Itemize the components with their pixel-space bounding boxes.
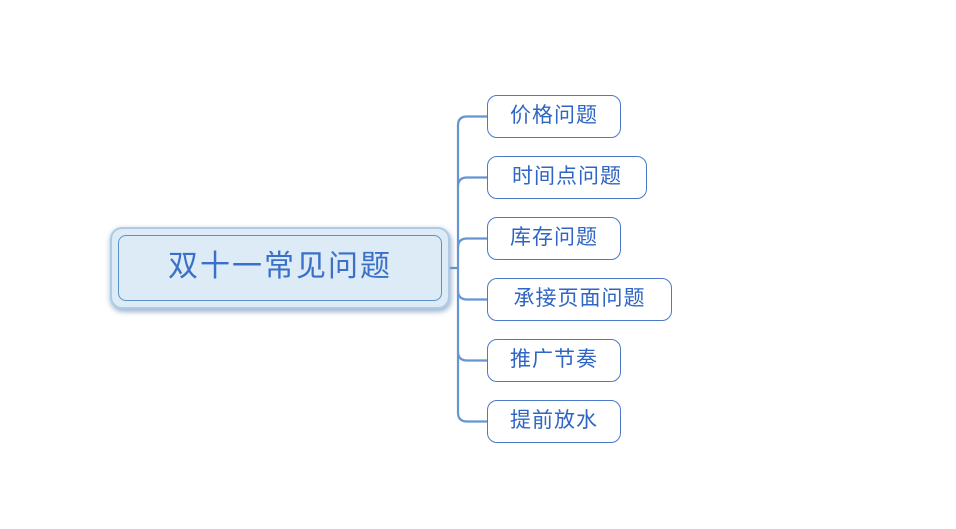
root-topic-inner-border: 双十一常见问题 xyxy=(118,235,442,301)
branch-label-landing-page-issues: 承接页面问题 xyxy=(513,286,646,310)
branch-label-timing-issues: 时间点问题 xyxy=(512,164,622,188)
branch-node-landing-page-issues[interactable]: 承接页面问题 xyxy=(487,278,672,321)
root-topic-label: 双十一常见问题 xyxy=(168,250,392,283)
connector-trunk xyxy=(456,115,489,423)
connector-branch-5 xyxy=(456,350,489,362)
branch-label-promotion-rhythm: 推广节奏 xyxy=(510,347,598,371)
branch-node-inventory-issues[interactable]: 库存问题 xyxy=(487,217,621,260)
connector-branch-2 xyxy=(456,176,489,188)
root-topic-node[interactable]: 双十一常见问题 xyxy=(110,227,450,309)
branch-label-inventory-issues: 库存问题 xyxy=(510,225,598,249)
branch-node-early-release[interactable]: 提前放水 xyxy=(487,400,621,443)
branch-node-price-issues[interactable]: 价格问题 xyxy=(487,95,621,138)
branch-node-timing-issues[interactable]: 时间点问题 xyxy=(487,156,647,199)
connector-branch-4 xyxy=(456,289,489,301)
branch-label-early-release: 提前放水 xyxy=(510,408,598,432)
connector-branch-3 xyxy=(456,237,489,249)
branch-node-promotion-rhythm[interactable]: 推广节奏 xyxy=(487,339,621,382)
branch-label-price-issues: 价格问题 xyxy=(510,103,598,127)
